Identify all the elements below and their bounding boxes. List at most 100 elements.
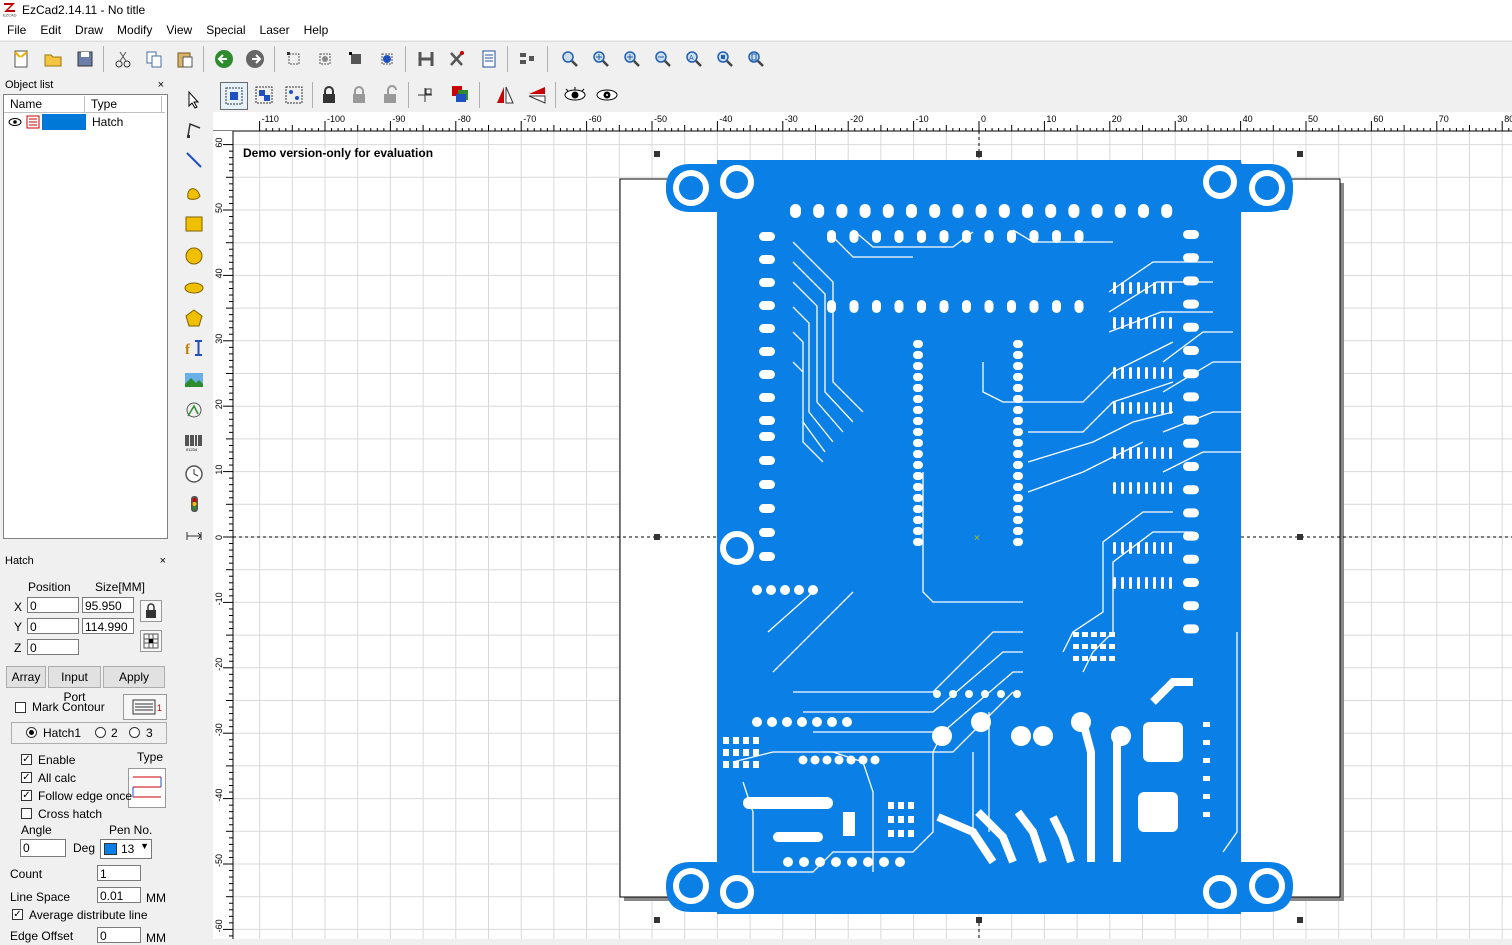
timer-tool-icon[interactable] — [180, 460, 208, 488]
vector-file-icon[interactable] — [180, 396, 208, 424]
z-position-input[interactable]: 0 — [27, 639, 79, 655]
menu-help[interactable]: Help — [303, 23, 329, 37]
contour-param-icon[interactable]: 1 — [123, 694, 167, 720]
edge-offset-input[interactable]: 0 — [97, 927, 141, 943]
mark-contour-checkbox[interactable] — [15, 702, 26, 713]
new-file-icon[interactable] — [8, 46, 34, 72]
node-edit-icon[interactable] — [281, 46, 307, 72]
group-select-icon[interactable] — [220, 82, 248, 110]
vertical-ruler — [213, 131, 233, 939]
save-icon[interactable] — [72, 46, 98, 72]
line-tool-icon[interactable] — [180, 146, 208, 174]
lock-icon[interactable] — [316, 82, 342, 108]
hatch-type-icon[interactable] — [128, 768, 166, 808]
unlock-icon[interactable] — [346, 82, 372, 108]
eye-icon[interactable] — [8, 116, 22, 128]
apply-button[interactable]: Apply — [103, 666, 165, 688]
mirror-horizontal-icon[interactable] — [492, 82, 518, 108]
copy-icon[interactable] — [141, 46, 167, 72]
menu-draw[interactable]: Draw — [75, 23, 104, 37]
object-name-selected[interactable] — [42, 114, 86, 130]
group-icon[interactable] — [251, 82, 277, 108]
mirror-vertical-icon[interactable] — [524, 82, 550, 108]
rectangle-tool-icon[interactable] — [180, 210, 208, 238]
zoom-all-icon[interactable]: A — [681, 46, 707, 72]
paste-icon[interactable] — [172, 46, 198, 72]
enable-checkbox[interactable]: ✓ — [21, 754, 32, 765]
array-button[interactable]: Array — [6, 666, 46, 688]
menu-modify[interactable]: Modify — [117, 23, 153, 37]
curve-edit-icon[interactable] — [180, 116, 208, 144]
node-color-icon[interactable] — [374, 46, 400, 72]
all-calc-checkbox[interactable]: ✓ — [21, 772, 32, 783]
cross-hatch-checkbox[interactable] — [21, 808, 32, 819]
menu-edit[interactable]: Edit — [40, 23, 62, 37]
close-icon[interactable]: × — [157, 79, 164, 91]
move-origin-icon[interactable] — [412, 82, 438, 108]
follow-edge-checkbox[interactable]: ✓ — [21, 790, 32, 801]
zoom-in-icon[interactable] — [588, 46, 614, 72]
hatch1-radio[interactable] — [26, 727, 37, 738]
pcb-hatch-object[interactable]: × — [666, 160, 1293, 914]
back-icon[interactable] — [211, 46, 237, 72]
input-port-icon[interactable] — [180, 490, 208, 518]
ellipse-tool-icon[interactable] — [180, 274, 208, 302]
text-tool-icon[interactable]: f — [180, 334, 208, 362]
chevron-down-icon[interactable]: ▼ — [140, 841, 149, 851]
hatch-tool-icon[interactable] — [413, 46, 439, 72]
y-position-input[interactable]: 0 — [27, 618, 79, 634]
hatch3-radio[interactable] — [129, 727, 140, 738]
angle-input[interactable]: 0 — [20, 839, 66, 857]
menu-special[interactable]: Special — [206, 23, 246, 37]
lock-ratio-icon[interactable] — [140, 600, 162, 622]
polygon-tool-icon[interactable] — [180, 304, 208, 332]
preview-icon[interactable] — [562, 82, 588, 108]
menu-laser[interactable]: Laser — [259, 23, 290, 37]
node-select-icon[interactable] — [312, 46, 338, 72]
curve-tool-icon[interactable] — [180, 178, 208, 206]
circle-tool-icon[interactable] — [180, 242, 208, 270]
hatch2-radio[interactable] — [95, 727, 106, 738]
input-port-button[interactable]: Input Port — [48, 666, 101, 704]
tools-icon[interactable] — [444, 46, 470, 72]
align-icon[interactable] — [514, 46, 540, 72]
bitmap-tool-icon[interactable] — [180, 366, 208, 394]
pen-select[interactable]: 13 ▼ — [100, 839, 152, 859]
y-size-input[interactable]: 114.990 — [82, 618, 134, 634]
ungroup-icon[interactable] — [281, 82, 307, 108]
barcode-tool-icon[interactable]: 01234 — [180, 428, 208, 456]
object-row[interactable]: Hatch — [4, 114, 165, 130]
select-arrow-icon[interactable] — [180, 86, 208, 114]
column-type[interactable]: Type — [85, 96, 162, 112]
preview-all-icon[interactable] — [594, 82, 620, 108]
x-position-input[interactable]: 0 — [27, 597, 79, 613]
param-list-icon[interactable] — [476, 46, 502, 72]
open-folder-icon[interactable] — [40, 46, 66, 72]
zoom-page-icon[interactable] — [743, 46, 769, 72]
zoom-in-2-icon[interactable] — [619, 46, 645, 72]
avg-distribute-checkbox[interactable]: ✓ — [12, 909, 23, 920]
line-space-input[interactable]: 0.01 — [97, 887, 141, 903]
x-size-input[interactable]: 95.950 — [82, 597, 134, 613]
column-name[interactable]: Name — [4, 96, 85, 112]
zoom-selected-icon[interactable] — [712, 46, 738, 72]
selection-handles[interactable] — [654, 151, 1303, 923]
node-add-icon[interactable] — [343, 46, 369, 72]
cut-icon[interactable] — [110, 46, 136, 72]
menu-view[interactable]: View — [166, 23, 193, 37]
v-ruler-label: -60 — [214, 919, 224, 932]
color-pen-icon[interactable] — [448, 82, 474, 108]
forward-icon[interactable] — [242, 46, 268, 72]
watermark-text: Demo version-only for evaluation — [243, 146, 433, 160]
unlock-all-icon[interactable] — [377, 82, 403, 108]
count-input[interactable]: 1 — [97, 865, 141, 881]
v-ruler-label: 40 — [214, 268, 224, 278]
zoom-out-icon[interactable] — [650, 46, 676, 72]
menu-file[interactable]: File — [7, 23, 27, 37]
close-icon[interactable]: × — [159, 555, 166, 567]
zoom-icon[interactable] — [557, 46, 583, 72]
base-point-icon[interactable] — [140, 630, 162, 652]
extend-axis-icon[interactable] — [180, 522, 208, 550]
